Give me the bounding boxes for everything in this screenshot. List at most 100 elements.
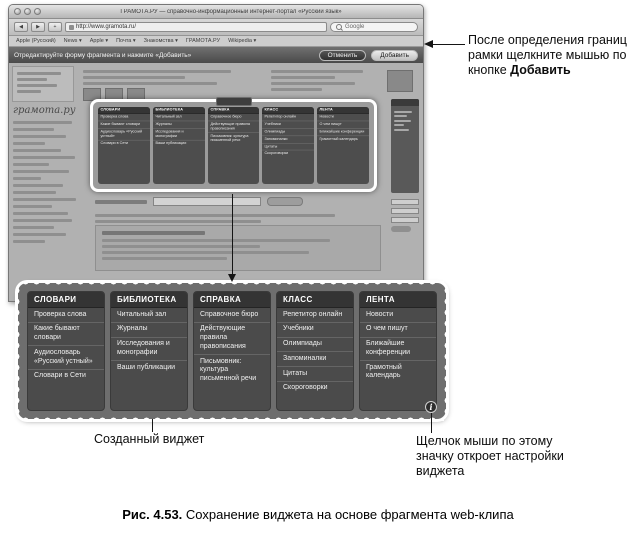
annotation-text: После определения границ рамки щелкните …	[468, 33, 627, 77]
form-button[interactable]	[391, 226, 411, 232]
bookmark-item[interactable]: ГРАМОТА.РУ	[185, 38, 221, 44]
widget-link[interactable]: Грамотный календарь	[366, 363, 402, 380]
nav-link[interactable]: Читальный зал	[152, 114, 205, 122]
bookmark-item[interactable]: News ▾	[63, 38, 82, 44]
arrow-to-add-button	[433, 43, 465, 45]
arrow-to-add-button-head	[424, 40, 433, 48]
widget-link[interactable]: Проверка слова	[28, 308, 104, 323]
nav-column-title[interactable]: СПРАВКА	[207, 107, 260, 114]
line-to-widget-label	[152, 419, 154, 432]
widget-link[interactable]: Какие бывают словари	[28, 323, 104, 347]
widget-link[interactable]: Ближайшие конференции	[360, 338, 436, 361]
text-line	[83, 76, 186, 79]
address-bar[interactable]: http://www.gramota.ru/	[65, 22, 327, 32]
page-sidebar: грамота.ру	[13, 105, 83, 299]
nav-link[interactable]: Исследования и монографии	[152, 129, 205, 141]
cancel-button[interactable]: Отменить	[318, 49, 367, 61]
nav-link[interactable]: Аудиословарь «Русский устный»	[98, 129, 150, 141]
text-line	[13, 156, 75, 159]
text-line	[13, 163, 50, 166]
widget-column-title[interactable]: СПРАВКА	[194, 292, 270, 308]
minimize-button[interactable]	[24, 8, 31, 15]
bookmark-item[interactable]: Apple (Русский)	[16, 38, 56, 44]
bookmark-item[interactable]: Знакомства ▾	[143, 38, 178, 44]
search-label: Google	[345, 24, 365, 30]
nav-link[interactable]: Проверка слова	[98, 114, 150, 122]
nav-link[interactable]: Грамотный календарь	[319, 137, 359, 141]
form-input[interactable]	[391, 208, 419, 214]
widget-link[interactable]: Ваши публикации	[117, 363, 176, 371]
zoom-button[interactable]	[34, 8, 41, 15]
form-input[interactable]	[391, 217, 419, 223]
widget-link[interactable]: Учебники	[277, 323, 353, 338]
nav-link[interactable]: Новости	[317, 114, 369, 122]
text-line	[13, 128, 54, 131]
nav-link[interactable]: Репетитор онлайн	[262, 114, 315, 122]
widget-link[interactable]: Действующие правила правописания	[194, 323, 270, 355]
widget-column-title[interactable]: БИБЛИОТЕКА	[111, 292, 187, 308]
nav-column-title[interactable]: КЛАСС	[262, 107, 315, 114]
widget-link[interactable]: Скороговорки	[283, 384, 328, 392]
nav-link[interactable]: Ваши публикации	[155, 141, 187, 146]
page-content: грамота.ру	[9, 63, 423, 301]
widget-column-title[interactable]: ЛЕНТА	[360, 292, 436, 308]
widget-link[interactable]: Запоминалки	[277, 352, 353, 367]
form-input[interactable]	[391, 199, 419, 205]
text-line	[271, 76, 335, 79]
nav-link[interactable]: Учебники	[262, 121, 315, 129]
nav-link[interactable]: Цитаты	[262, 143, 315, 151]
nav-link[interactable]: Скороговорки	[264, 151, 289, 156]
nav-column-title[interactable]: СЛОВАРИ	[98, 107, 150, 114]
text-line	[271, 70, 364, 73]
add-button[interactable]: Добавить	[371, 49, 418, 61]
add-page-button[interactable]: +	[48, 22, 62, 32]
check-word-input[interactable]	[153, 197, 261, 206]
nav-link[interactable]: Справочное бюро	[207, 114, 260, 122]
check-word-button[interactable]	[267, 197, 303, 206]
widget-link[interactable]: Репетитор онлайн	[277, 308, 353, 323]
widget-column-title[interactable]: КЛАСС	[277, 292, 353, 308]
widget-link[interactable]: Справочное бюро	[194, 308, 270, 323]
widget-link[interactable]: Аудиословарь «Русский устный»	[28, 346, 104, 370]
webclip-message: Отредактируйте форму фрагмента и нажмите…	[14, 51, 192, 59]
widget-link[interactable]: Новости	[360, 308, 436, 323]
bookmark-item[interactable]: Wikipedia ▾	[228, 38, 257, 44]
annotation-created-widget: Созданный виджет	[94, 432, 205, 446]
nav-link[interactable]: О чем пишут	[317, 121, 369, 129]
widget-link[interactable]: Читальный зал	[111, 308, 187, 323]
nav-link[interactable]: Олимпиады	[262, 129, 315, 136]
widget-link[interactable]: Исследования и монографии	[111, 338, 187, 361]
widget-link[interactable]: Письмовник: культура письменной речи	[200, 357, 257, 383]
nav-link[interactable]: Действующие правила правописания	[207, 121, 260, 133]
nav-link[interactable]: Какие бывают словари	[98, 121, 150, 129]
widget-link[interactable]: Журналы	[111, 323, 187, 338]
widget-link[interactable]: Цитаты	[277, 367, 353, 382]
bookmark-item[interactable]: Apple ▾	[89, 38, 109, 44]
nav-link[interactable]: Ближайшие конференции	[317, 129, 369, 136]
nav-column-title[interactable]: БИБЛИОТЕКА	[152, 107, 205, 114]
widget-settings-info-icon[interactable]: i	[425, 401, 437, 413]
nav-link[interactable]: Письмовник: культура письменной речи	[210, 134, 249, 143]
widget-link[interactable]: Словари в Сети	[34, 372, 86, 380]
nav-column-title[interactable]: ЛЕНТА	[317, 107, 369, 114]
google-search-field[interactable]: Google	[330, 22, 418, 32]
nav-link[interactable]: Запоминалки	[262, 136, 315, 144]
widget-column-title[interactable]: СЛОВАРИ	[28, 292, 104, 308]
check-word-label	[95, 200, 147, 204]
widget-link[interactable]: Олимпиады	[277, 338, 353, 353]
nav-link[interactable]: Словари в Сети	[100, 141, 129, 146]
close-button[interactable]	[14, 8, 21, 15]
line-to-info-label	[431, 413, 433, 433]
back-button[interactable]: ◀	[14, 22, 28, 32]
forward-button[interactable]: ▶	[31, 22, 45, 32]
nav-link[interactable]: Журналы	[152, 121, 205, 129]
text-line	[102, 257, 228, 260]
bookmark-item[interactable]: Почта ▾	[116, 38, 136, 44]
widget-link[interactable]: О чем пишут	[360, 323, 436, 338]
